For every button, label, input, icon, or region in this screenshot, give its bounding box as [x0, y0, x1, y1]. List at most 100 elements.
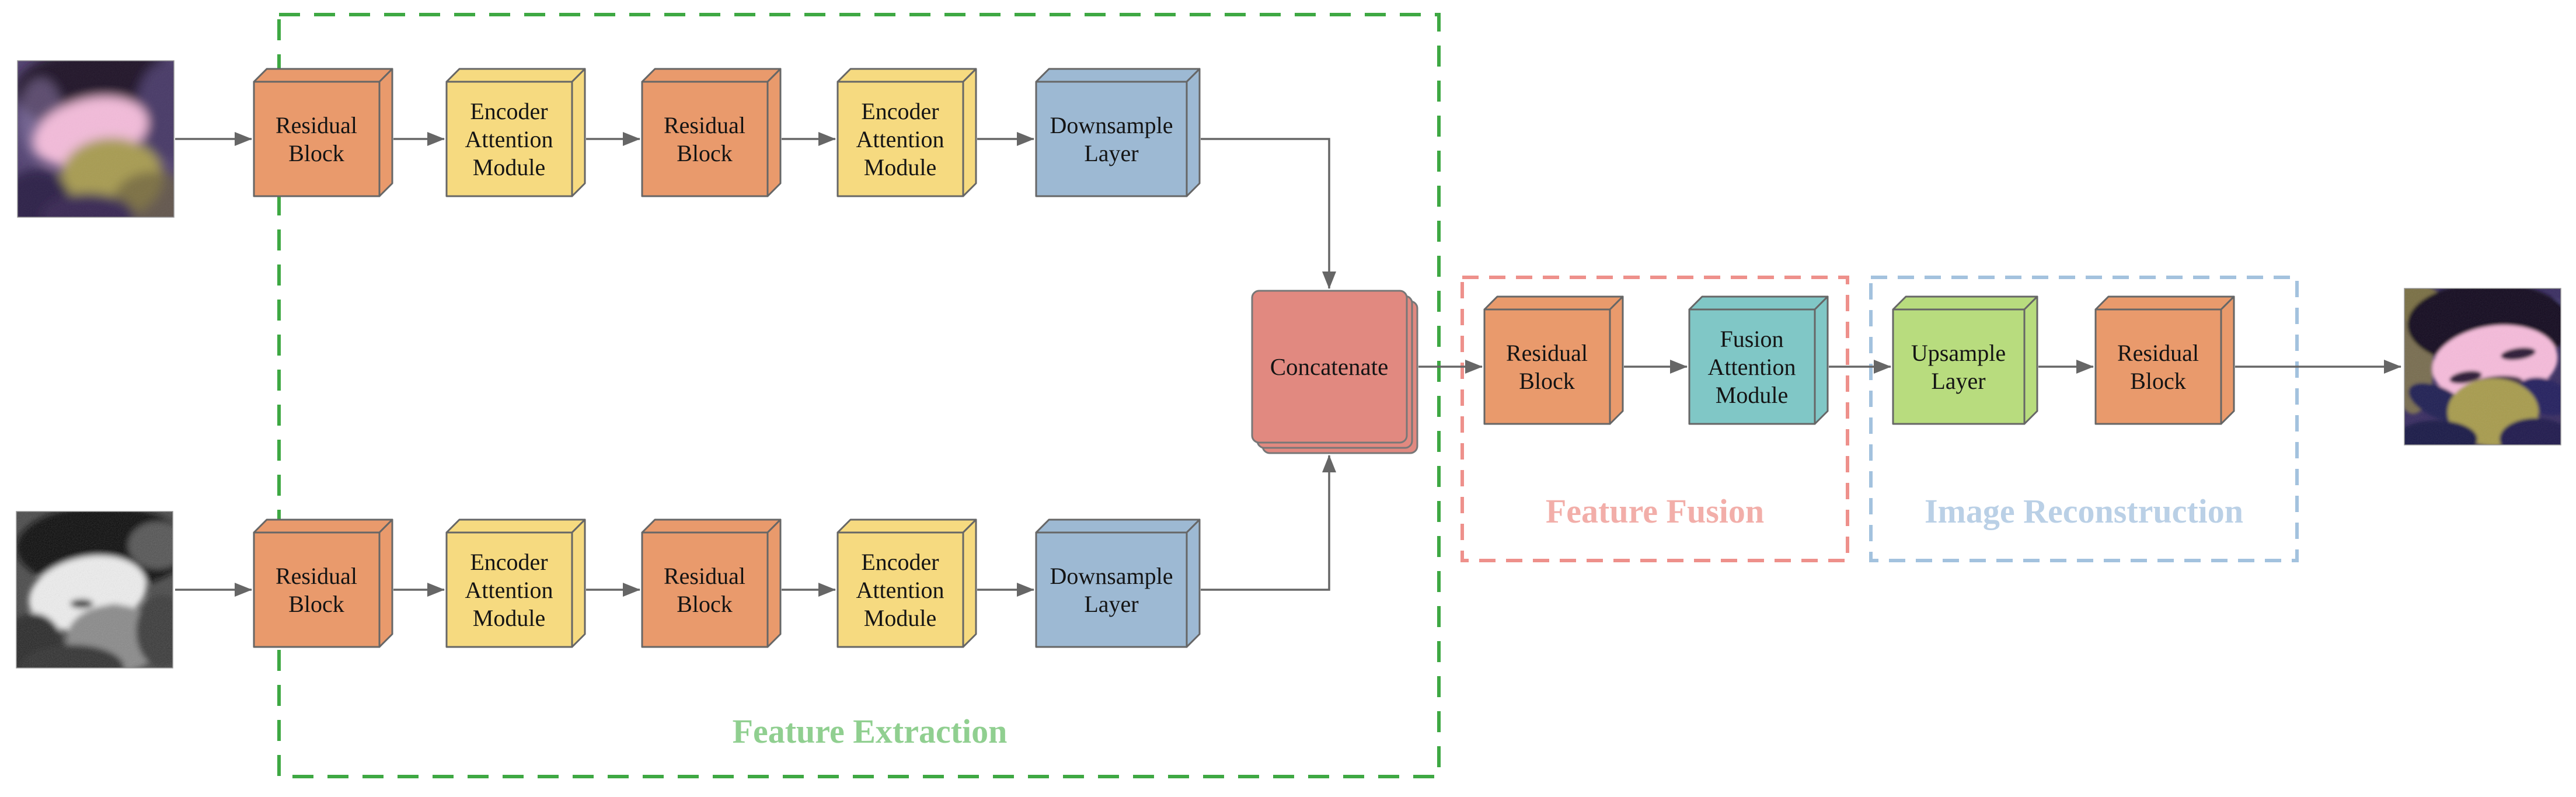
- block-label: Attention: [465, 577, 553, 603]
- block-label: Residual: [276, 112, 357, 138]
- box-top-face: [1483, 295, 1624, 311]
- input-image-top: [17, 60, 175, 218]
- block-encoder-attention-top-1: Encoder Attention Module: [445, 68, 586, 197]
- box-front-face: [2094, 308, 2222, 425]
- box-side-face: [378, 518, 393, 648]
- box-top-face: [1688, 295, 1829, 311]
- block-label: Layer: [1084, 591, 1138, 617]
- box-front-face: [445, 81, 573, 197]
- output-image: [2404, 288, 2561, 446]
- block-label: Attention: [856, 577, 944, 603]
- block-encoder-attention-bottom-1: Encoder Attention Module: [445, 518, 586, 648]
- block-label: Residual: [1506, 340, 1588, 366]
- box-top-face: [445, 518, 586, 534]
- block-label: Attention: [1707, 354, 1796, 380]
- box-top-face: [2094, 295, 2235, 311]
- input-image-top-border: [17, 60, 175, 218]
- scan-art-shape: [16, 511, 173, 668]
- block-label: Block: [2130, 368, 2186, 394]
- feature-extraction-label: Feature Extraction: [733, 712, 1008, 750]
- block-label: Concatenate: [1270, 353, 1389, 380]
- image-reconstruction-border: [1869, 276, 2299, 562]
- input-image-bottom: [16, 511, 173, 669]
- section-feature-extraction: Feature Extraction: [277, 13, 1441, 778]
- feature-fusion-label: Feature Fusion: [1546, 492, 1764, 530]
- box-front-face: [445, 531, 573, 648]
- block-label: Encoder: [470, 549, 548, 575]
- section-feature-fusion: Feature Fusion: [1460, 276, 1849, 562]
- block-label: Residual: [2117, 340, 2199, 366]
- image-reconstruction-label: Image Reconstruction: [1925, 492, 2243, 530]
- box-top-face: [641, 518, 782, 534]
- block-label: Residual: [276, 563, 357, 589]
- box-front-face: [1035, 531, 1188, 648]
- box-side-face: [1186, 68, 1201, 197]
- output-image-border: [2404, 288, 2561, 446]
- block-label: Module: [473, 154, 545, 180]
- block-downsample-top: Downsample Layer: [1035, 68, 1201, 197]
- block-residual-bottom-1: Residual Block: [253, 518, 393, 648]
- box-front-face: [641, 81, 769, 197]
- block-label: Module: [864, 154, 936, 180]
- block-label: Encoder: [861, 98, 939, 124]
- box-side-face: [766, 68, 782, 197]
- block-label: Layer: [1084, 140, 1138, 166]
- block-label: Module: [473, 605, 545, 631]
- box-side-face: [1609, 295, 1624, 425]
- block-residual-bottom-2: Residual Block: [641, 518, 782, 648]
- arrow-downsample-top-to-concatenate: [1201, 138, 1336, 289]
- box-top-face: [641, 68, 782, 83]
- block-label: Residual: [664, 112, 745, 138]
- block-label: Encoder: [861, 549, 939, 575]
- section-image-reconstruction: Image Reconstruction: [1869, 276, 2299, 562]
- box-side-face: [571, 518, 586, 648]
- box-top-face: [253, 518, 393, 534]
- feature-fusion-border: [1460, 276, 1849, 562]
- input-image-bottom-border: [16, 511, 173, 669]
- block-label: Layer: [1931, 368, 1985, 394]
- box-side-face: [2023, 295, 2038, 425]
- block-label: Attention: [465, 126, 553, 152]
- block-label: Block: [1519, 368, 1575, 394]
- block-label: Fusion: [1720, 326, 1784, 352]
- box-side-face: [1186, 518, 1201, 648]
- block-residual-reconstruction: Residual Block: [2094, 295, 2235, 425]
- box-side-face: [962, 518, 977, 648]
- box-top-face: [253, 68, 393, 83]
- box-side-face: [766, 518, 782, 648]
- block-label: Block: [288, 140, 344, 166]
- scan-art-shape: [2404, 288, 2561, 445]
- block-upsample: Upsample Layer: [1892, 295, 2038, 425]
- block-concatenate: Concatenate: [1251, 290, 1418, 454]
- block-label: Encoder: [470, 98, 548, 124]
- box-side-face: [378, 68, 393, 197]
- box-front-face: [836, 531, 964, 648]
- block-label: Downsample: [1050, 563, 1173, 589]
- box-top-face: [836, 518, 977, 534]
- box-front-face: [253, 81, 381, 197]
- box-top-face: [836, 68, 977, 83]
- block-residual-top-1: Residual Block: [253, 68, 393, 197]
- box-front-face: [1035, 81, 1188, 197]
- feature-extraction-border: [277, 13, 1441, 778]
- block-encoder-attention-top-2: Encoder Attention Module: [836, 68, 977, 197]
- block-residual-top-2: Residual Block: [641, 68, 782, 197]
- box-top-face: [1892, 295, 2038, 311]
- box-side-face: [1814, 295, 1829, 425]
- arrow-downsample-bottom-to-concatenate: [1201, 455, 1336, 591]
- box-front-face: [641, 531, 769, 648]
- box-side-face: [571, 68, 586, 197]
- box-front-face: [1892, 308, 2026, 425]
- box-side-face: [2220, 295, 2235, 425]
- block-label: Downsample: [1050, 112, 1173, 138]
- block-label: Module: [1716, 382, 1788, 408]
- block-label: Upsample: [1911, 340, 2006, 366]
- block-label: Residual: [664, 563, 745, 589]
- arrows: [175, 132, 2401, 597]
- block-downsample-bottom: Downsample Layer: [1035, 518, 1201, 648]
- box-front-face: [1483, 308, 1611, 425]
- box-top-face: [1035, 68, 1201, 83]
- block-residual-fusion: Residual Block: [1483, 295, 1624, 425]
